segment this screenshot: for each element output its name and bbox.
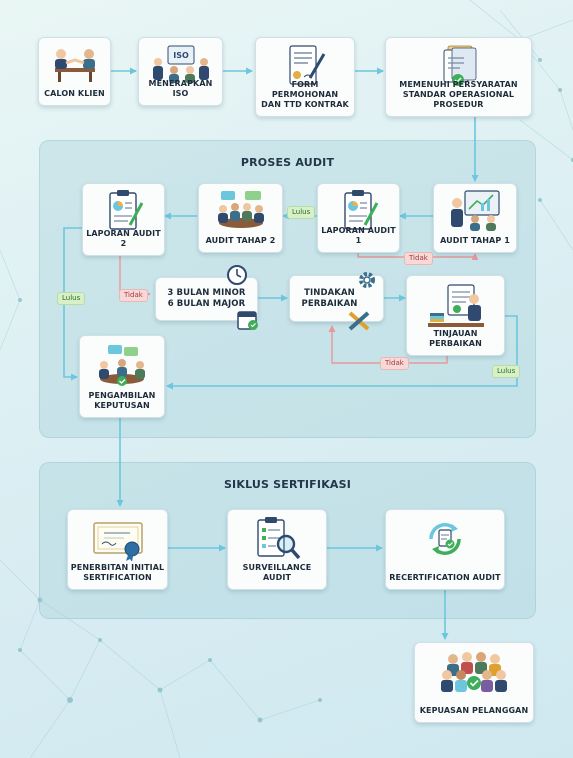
iso-text: ISO [173, 51, 189, 60]
node-label: AUDIT TAHAP 1 [440, 236, 510, 245]
calendar-icon [236, 309, 260, 335]
node-label: PENGAMBILAN KEPUTUSAN [88, 391, 156, 410]
happy-customers-icon [415, 649, 533, 695]
node-audit-tahap-2: AUDIT TAHAP 2 [198, 183, 283, 253]
certification-cycle-title: SIKLUS SERTIFIKASI [223, 478, 352, 491]
node-menerapkan-iso: ISO MENERAPKAN ISO [138, 37, 223, 106]
node-laporan-audit-2: LAPORAN AUDIT 2 [82, 183, 165, 256]
edge-label-tidak: Tidak [119, 289, 148, 302]
node-label: RECERTIFICATION AUDIT [389, 573, 501, 582]
node-memenuhi-persyaratan: MEMENUHI PERSYARATAN STANDAR OPERASIONAL… [385, 37, 532, 117]
decision-meeting-icon [80, 342, 164, 388]
node-label: TINJAUAN PERBAIKAN [429, 329, 482, 348]
node-label: CALON KLIEN [44, 89, 105, 98]
reviewer-desk-icon [407, 282, 504, 330]
node-label: SURVEILLANCE AUDIT [242, 563, 312, 582]
edge-label-lulus: Lulus [492, 365, 521, 378]
node-label: 3 BULAN MINOR 6 BULAN MAJOR [167, 288, 246, 309]
clock-icon [226, 264, 248, 290]
contract-form-icon [256, 44, 354, 88]
node-label: MENERAPKAN ISO [148, 79, 213, 98]
node-label: MEMENUHI PERSYARATAN STANDAR OPERASIONAL… [399, 80, 518, 109]
node-recertification-audit: RECERTIFICATION AUDIT [385, 509, 505, 590]
document-stack-check-icon [386, 44, 531, 88]
node-calon-klien: CALON KLIEN [38, 37, 111, 106]
clipboard-report-icon [318, 189, 399, 231]
audit-process-title: PROSES AUDIT [240, 156, 335, 169]
edge-label-lulus: Lulus [57, 292, 86, 305]
node-audit-tahap-1: AUDIT TAHAP 1 [433, 183, 517, 253]
edge-label-tidak: Tidak [380, 357, 409, 370]
node-laporan-audit-1: LAPORAN AUDIT 1 [317, 183, 400, 253]
node-label: TINDAKAN PERBAIKAN [301, 287, 358, 309]
node-label: LAPORAN AUDIT 2 [86, 229, 161, 248]
gear-icon [357, 270, 377, 294]
node-kepuasan-pelanggan: KEPUASAN PELANGGAN [414, 642, 534, 723]
certificate-icon [68, 518, 167, 562]
tools-icon [346, 309, 372, 337]
clipboard-report-icon [83, 189, 164, 231]
presentation-board-icon [434, 189, 516, 231]
node-label: AUDIT TAHAP 2 [205, 236, 276, 245]
node-label: KEPUASAN PELANGGAN [419, 706, 529, 715]
node-label: LAPORAN AUDIT 1 [321, 226, 396, 245]
refresh-cycle-icon [386, 516, 504, 562]
handshake-meeting-icon [39, 43, 110, 85]
edge-label-tidak: Tidak [404, 252, 433, 265]
edge-label-lulus: Lulus [287, 206, 316, 219]
node-pengambilan-keputusan: PENGAMBILAN KEPUTUSAN [79, 335, 165, 418]
node-surveillance-audit: SURVEILLANCE AUDIT [227, 509, 327, 590]
team-discussion-icon [199, 189, 282, 231]
node-penerbitan-sertifikasi: PENERBITAN INITIAL SERTIFICATION [67, 509, 168, 590]
node-label: FORM PERMOHONAN DAN TTD KONTRAK [261, 80, 349, 109]
node-form-permohonan: FORM PERMOHONAN DAN TTD KONTRAK [255, 37, 355, 117]
node-label: PENERBITAN INITIAL SERTIFICATION [70, 563, 165, 582]
iso-team-icon: ISO [139, 43, 222, 85]
magnifier-checklist-icon [228, 516, 326, 562]
node-tinjauan-perbaikan: TINJAUAN PERBAIKAN [406, 275, 505, 356]
